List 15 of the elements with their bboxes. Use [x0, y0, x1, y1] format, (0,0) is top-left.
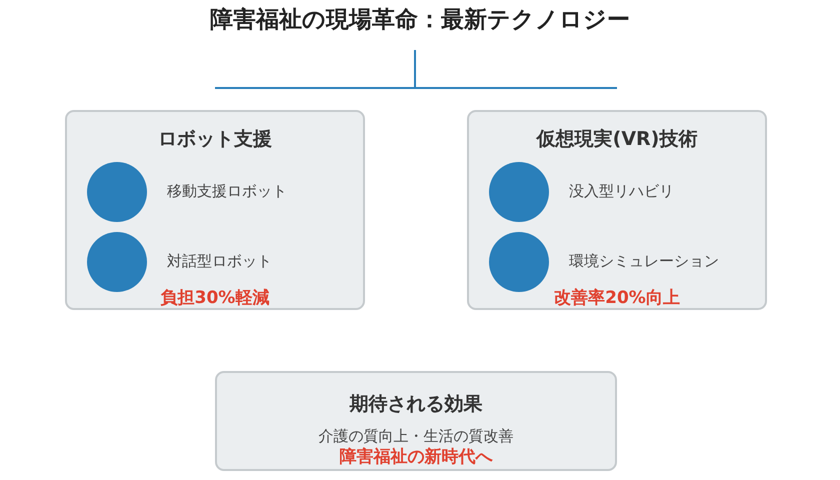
card-heading: 期待される効果: [348, 392, 484, 417]
card-panel: [215, 371, 617, 471]
body-text: 介護の質向上・生活の質改善: [318, 427, 514, 446]
title: 障害福祉の現場革命：最新テクノロジー: [209, 6, 631, 35]
highlight-text: 改善率20%向上: [553, 287, 681, 309]
item-label: 没入型リハビリ: [569, 182, 674, 201]
item-label: 対話型ロボット: [167, 252, 272, 271]
card-panel: [467, 110, 767, 310]
card-heading: 仮想現実(VR)技術: [535, 127, 698, 152]
item-label: 移動支援ロボット: [167, 182, 287, 201]
item-label: 環境シミュレーション: [569, 252, 719, 271]
card-panel: [65, 110, 365, 310]
highlight-text: 負担30%軽減: [160, 287, 270, 309]
highlight-text: 障害福祉の新時代へ: [338, 446, 494, 468]
card-heading: ロボット支援: [157, 127, 273, 152]
